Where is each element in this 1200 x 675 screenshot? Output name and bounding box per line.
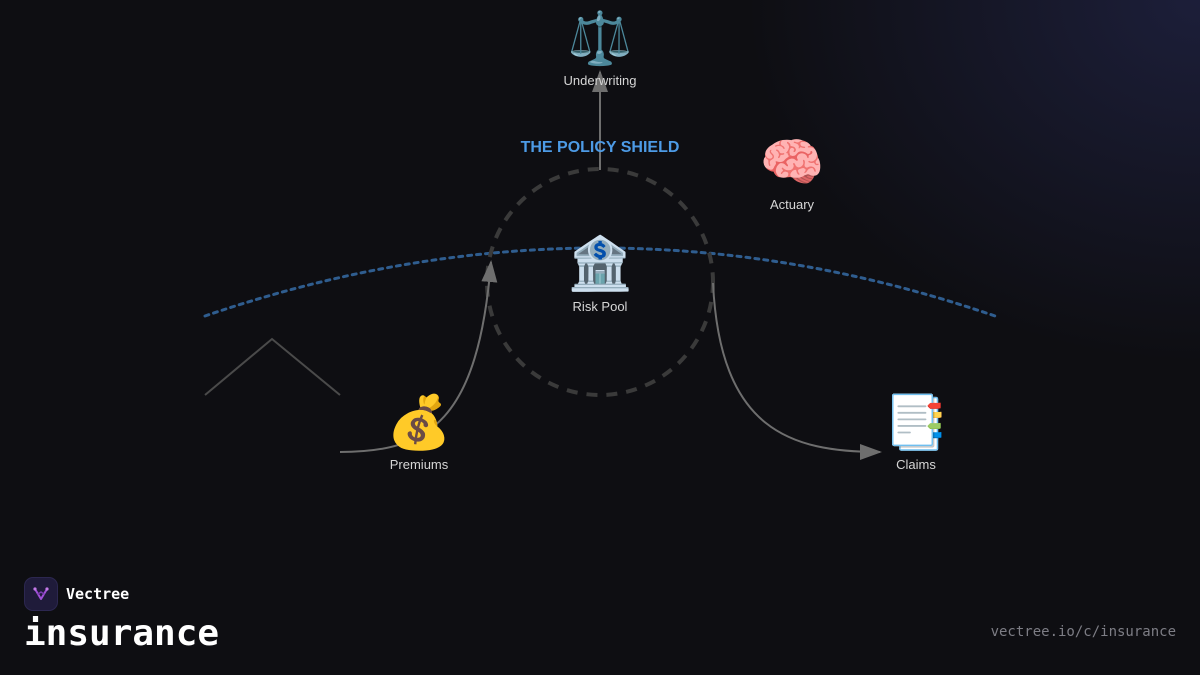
- brand[interactable]: Vectree: [24, 577, 129, 611]
- node-label-underwriting: Underwriting: [563, 73, 637, 88]
- bank-icon: 🏦: [567, 234, 633, 294]
- page-url[interactable]: vectree.io/c/insurance: [990, 624, 1176, 640]
- money-bag-icon: 💰: [386, 393, 452, 453]
- connector-premiums: [339, 260, 498, 453]
- node-label-premiums: Premiums: [389, 457, 449, 472]
- brain-icon: 🧠: [759, 133, 825, 193]
- decorative-chevron: [204, 337, 341, 396]
- brand-name: Vectree: [66, 585, 130, 603]
- balance-scale-icon: ⚖️: [567, 9, 633, 69]
- connector-claims: [712, 282, 882, 460]
- node-label-actuary: Actuary: [769, 197, 815, 212]
- bookmark-tabs-icon: 📑: [883, 393, 949, 453]
- vectree-logo-icon: [24, 577, 58, 611]
- shield-arc: [203, 246, 997, 318]
- node-label-claims: Claims: [896, 457, 936, 472]
- risk-pool-ring: [485, 167, 715, 397]
- node-label-risk-pool: Risk Pool: [572, 299, 628, 314]
- topic-title: insurance: [24, 613, 220, 654]
- diagram-title: THE POLICY SHIELD: [520, 139, 680, 156]
